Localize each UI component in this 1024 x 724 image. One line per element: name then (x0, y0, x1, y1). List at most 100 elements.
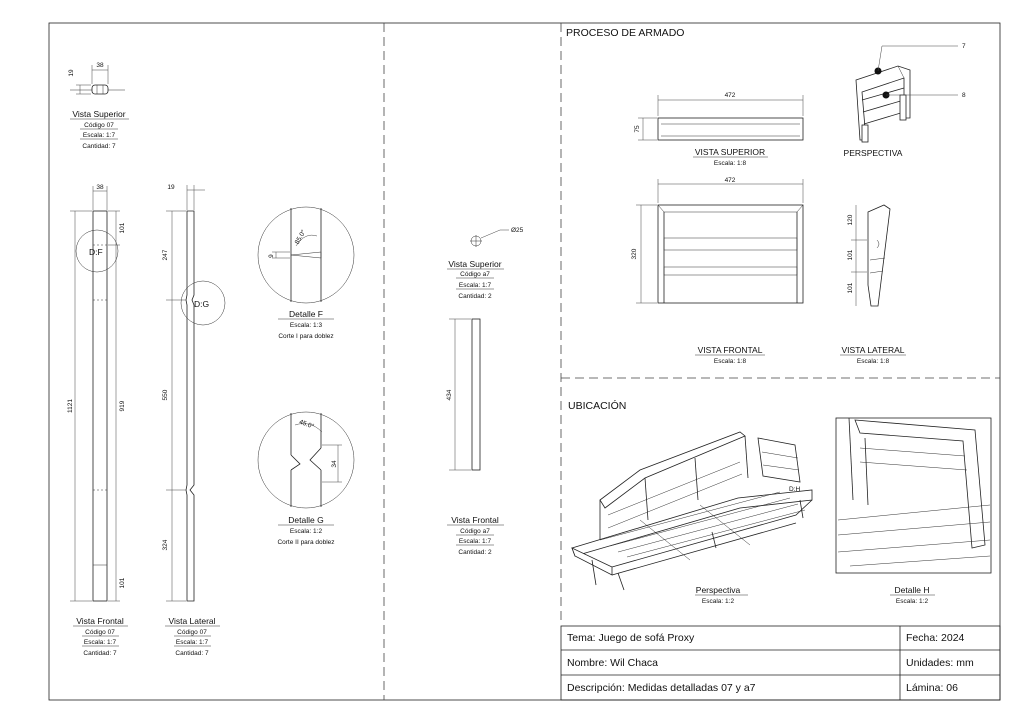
svg-text:Escala: 1:7: Escala: 1:7 (459, 282, 492, 289)
dim-38-front: 38 (96, 184, 104, 191)
dim-919: 919 (119, 400, 126, 411)
svg-text:Escala: 1:2: Escala: 1:2 (896, 598, 929, 605)
tag-dh: D:H (789, 486, 801, 493)
svg-text:Escala: 1:3: Escala: 1:3 (290, 322, 323, 329)
assembly-front-caption: VISTA FRONTAL Escala: 1:8 (695, 345, 765, 365)
svg-text:Vista Lateral: Vista Lateral (168, 616, 215, 626)
svg-text:Vista Superior: Vista Superior (72, 109, 125, 119)
svg-text:Código 07: Código 07 (84, 122, 114, 129)
dim-19-side: 19 (167, 184, 175, 191)
title-block: Tema: Juego de sofá Proxy Fecha: 2024 No… (560, 625, 1001, 701)
callout-7: 7 (962, 43, 966, 50)
detail-g-marker (180, 280, 226, 326)
dim-101-side-a: 101 (847, 249, 854, 260)
svg-text:Código 07: Código 07 (85, 629, 115, 636)
dim-38-top: 38 (96, 62, 104, 69)
dim-120: 120 (847, 214, 854, 225)
svg-text:Corte II para doblez: Corte II para doblez (277, 539, 334, 546)
dim-434: 434 (446, 389, 453, 400)
assembly-front-view: 472 320 (631, 177, 804, 304)
dim-472-front: 472 (725, 177, 736, 184)
dim-1121: 1121 (67, 399, 74, 413)
sheet-border (48, 22, 1001, 701)
svg-text:Escala: 1:2: Escala: 1:2 (702, 598, 735, 605)
assembly-side-view: 120 101 101 (847, 204, 891, 307)
dim-75: 75 (634, 125, 641, 133)
title-descripcion: Descripción: Medidas detalladas 07 y a7 (567, 682, 756, 694)
detail-g-drawing: 34 45.0° (257, 411, 355, 509)
detail-f-drawing: 9 85.0° (257, 206, 355, 304)
svg-text:Escala: 1:8: Escala: 1:8 (714, 160, 747, 167)
assembly-side-caption: VISTA LATERAL Escala: 1:8 (840, 345, 906, 365)
svg-text:Vista Frontal: Vista Frontal (451, 515, 499, 525)
section-title-location: UBICACIÓN (568, 399, 626, 412)
dim-320: 320 (631, 248, 638, 259)
svg-text:Cantidad: 7: Cantidad: 7 (175, 650, 209, 657)
part07-top-caption: Vista Superior Código 07 Escala: 1:7 Can… (70, 109, 129, 150)
svg-text:Cantidad: 2: Cantidad: 2 (458, 549, 492, 556)
assembly-perspective: 7 8 (855, 43, 966, 143)
dim-d25: Ø25 (511, 227, 524, 234)
dim-34: 34 (331, 460, 338, 468)
location-detail-h (835, 417, 992, 574)
svg-text:Escala: 1:7: Escala: 1:7 (459, 538, 492, 545)
location-detail-h-caption: Detalle H Escala: 1:2 (890, 585, 935, 605)
svg-text:Escala: 1:7: Escala: 1:7 (83, 132, 116, 139)
location-perspective: D:H (571, 431, 813, 591)
parta7-top-caption: Vista Superior Código a7 Escala: 1:7 Can… (447, 259, 504, 300)
location-perspective-caption: Perspectiva Escala: 1:2 (695, 585, 748, 605)
svg-text:Código 07: Código 07 (177, 629, 207, 636)
parta7-top-view: Ø25 (470, 227, 524, 247)
title-fecha: Fecha: 2024 (906, 632, 965, 644)
dim-19-top: 19 (68, 69, 75, 77)
dim-101-side-b: 101 (847, 282, 854, 293)
dim-101-b: 101 (119, 577, 126, 588)
parta7-front-caption: Vista Frontal Código a7 Escala: 1:7 Cant… (447, 515, 504, 556)
angle-45: 45.0° (298, 418, 315, 431)
part07-side-caption: Vista Lateral Código 07 Escala: 1:7 Cant… (165, 616, 220, 657)
svg-text:Detalle H: Detalle H (895, 585, 930, 595)
parta7-front-view: 434 (446, 318, 481, 471)
dim-101-a: 101 (119, 222, 126, 233)
part07-front-caption: Vista Frontal Código 07 Escala: 1:7 Cant… (73, 616, 128, 657)
svg-text:D:F: D:F (89, 247, 103, 257)
title-nombre: Nombre: Wil Chaca (567, 657, 658, 669)
title-lamina: Lámina: 06 (906, 682, 958, 694)
part07-front-view: 38 1121 101 919 101 D:F (67, 184, 126, 602)
detail-g-caption: Detalle G Escala: 1:2 Corte II para dobl… (277, 515, 334, 546)
svg-text:Escala: 1:7: Escala: 1:7 (84, 639, 117, 646)
dim-324: 324 (162, 539, 169, 550)
dim-9: 9 (268, 254, 275, 258)
svg-text:Detalle G: Detalle G (288, 515, 323, 525)
svg-text:VISTA FRONTAL: VISTA FRONTAL (698, 345, 763, 355)
dim-472-top: 472 (725, 92, 736, 99)
svg-text:Cantidad: 7: Cantidad: 7 (83, 650, 117, 657)
assembly-perspective-caption: PERSPECTIVA (844, 148, 903, 158)
svg-text:Cantidad: 2: Cantidad: 2 (458, 293, 492, 300)
detail-f-marker (75, 229, 119, 273)
svg-text:VISTA SUPERIOR: VISTA SUPERIOR (695, 147, 765, 157)
assembly-top-caption: VISTA SUPERIOR Escala: 1:8 (693, 147, 768, 167)
title-unidades: Unidades: mm (906, 657, 974, 669)
svg-text:Vista Superior: Vista Superior (448, 259, 501, 269)
svg-text:D:G: D:G (194, 299, 209, 309)
svg-text:Cantidad: 7: Cantidad: 7 (82, 143, 116, 150)
title-tema: Tema: Juego de sofá Proxy (567, 632, 695, 644)
svg-text:Vista Frontal: Vista Frontal (76, 616, 124, 626)
svg-text:Perspectiva: Perspectiva (696, 585, 741, 595)
dim-550: 550 (162, 389, 169, 400)
svg-text:Escala: 1:8: Escala: 1:8 (714, 358, 747, 365)
assembly-top-view: 472 75 (634, 92, 804, 141)
section-title-assembly: PROCESO DE ARMADO (566, 27, 684, 39)
svg-text:Código a7: Código a7 (460, 271, 490, 278)
svg-text:Escala: 1:8: Escala: 1:8 (857, 358, 890, 365)
detail-f-caption: Detalle F Escala: 1:3 Corte I para doble… (278, 309, 334, 340)
svg-text:VISTA LATERAL: VISTA LATERAL (842, 345, 905, 355)
svg-text:Detalle F: Detalle F (289, 309, 323, 319)
part07-side-view: 19 247 550 324 D:G (162, 184, 226, 602)
svg-text:Código a7: Código a7 (460, 528, 490, 535)
svg-text:Escala: 1:7: Escala: 1:7 (176, 639, 209, 646)
callout-8: 8 (962, 92, 966, 99)
part07-top-view: 38 19 (68, 62, 125, 95)
svg-text:Escala: 1:2: Escala: 1:2 (290, 528, 323, 535)
